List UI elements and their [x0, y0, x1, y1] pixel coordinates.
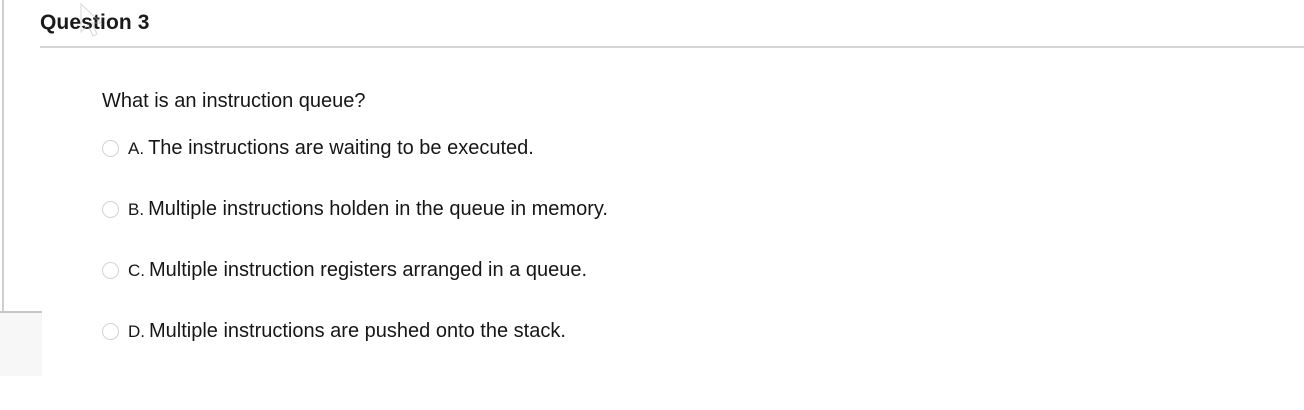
- radio-button-d[interactable]: [102, 323, 119, 340]
- option-text-c: Multiple instruction registers arranged …: [149, 259, 588, 281]
- option-text-d: Multiple instructions are pushed onto th…: [149, 320, 566, 342]
- answer-options-list: A. The instructions are waiting to be ex…: [102, 136, 1284, 380]
- option-text-b: Multiple instructions holden in the queu…: [148, 198, 608, 220]
- bottom-left-panel: [0, 311, 42, 376]
- radio-button-a[interactable]: [102, 140, 119, 157]
- header-divider: [40, 46, 1304, 48]
- page-title: Question 3: [40, 11, 150, 34]
- question-body: What is an instruction queue? A. The ins…: [102, 88, 1284, 380]
- question-prompt: What is an instruction queue?: [102, 90, 366, 112]
- option-letter-c: C.: [128, 261, 145, 280]
- radio-button-b[interactable]: [102, 201, 119, 218]
- option-letter-b: B.: [128, 200, 145, 219]
- answer-option-d[interactable]: D. Multiple instructions are pushed onto…: [102, 319, 1284, 380]
- radio-button-c[interactable]: [102, 262, 119, 279]
- option-letter-d: D.: [128, 322, 145, 341]
- option-text-a: The instructions are waiting to be execu…: [148, 137, 534, 159]
- option-letter-a: A.: [128, 139, 145, 158]
- question-header: Question 3: [40, 10, 1304, 36]
- answer-option-c[interactable]: C. Multiple instruction registers arrang…: [102, 258, 1284, 319]
- answer-option-a[interactable]: A. The instructions are waiting to be ex…: [102, 136, 1284, 197]
- left-border-rule: [2, 0, 4, 311]
- answer-option-b[interactable]: B. Multiple instructions holden in the q…: [102, 197, 1284, 258]
